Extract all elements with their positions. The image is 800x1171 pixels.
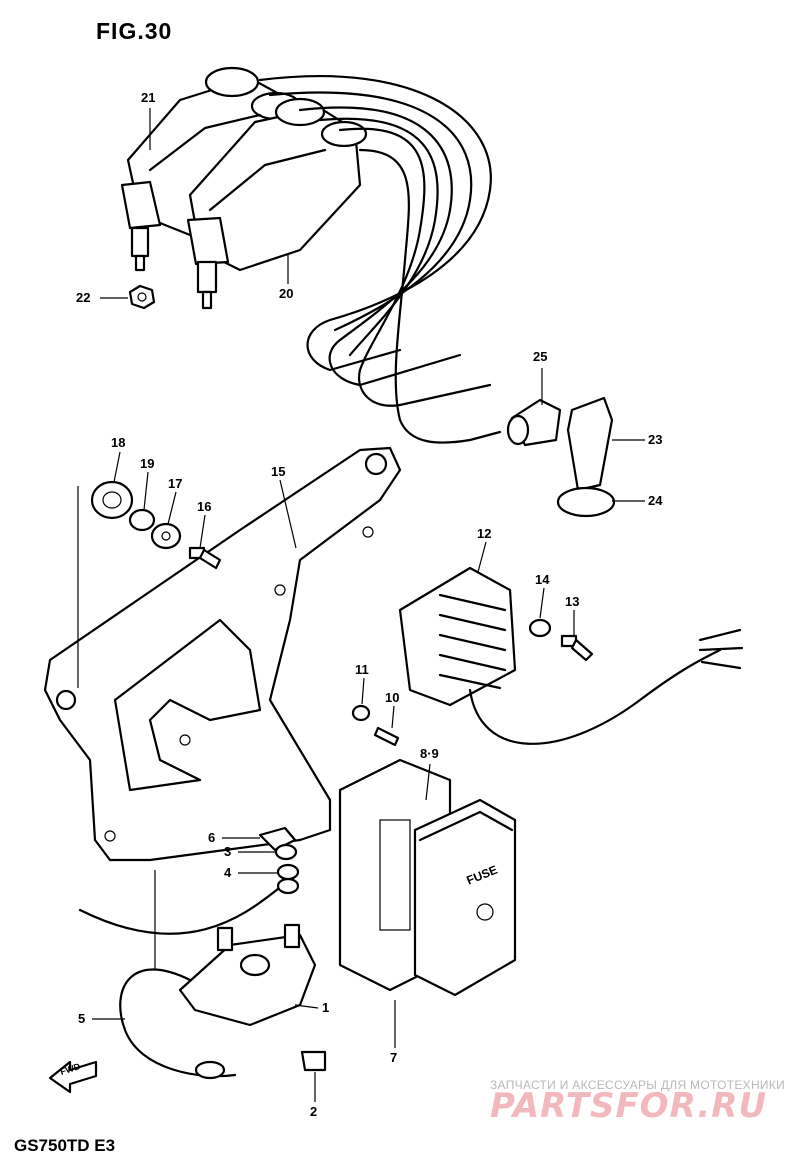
callout-12: 12 xyxy=(477,526,492,541)
washer xyxy=(150,522,182,550)
ignition-coil-rear xyxy=(120,66,302,272)
callout-17: 17 xyxy=(168,476,183,491)
high-tension-leads xyxy=(258,75,502,444)
leader-lines xyxy=(77,108,645,1102)
ignition-coil-front xyxy=(186,97,368,310)
model-label: GS750TD E3 xyxy=(14,1136,116,1155)
callout-19: 19 xyxy=(140,456,155,471)
lead-wire xyxy=(78,877,300,1080)
plug-cap xyxy=(556,396,616,518)
callout-7: 7 xyxy=(390,1050,398,1065)
bolt-13 xyxy=(560,634,594,662)
callout-8-9: 8·9 xyxy=(420,746,439,761)
callout-1: 1 xyxy=(322,1000,330,1015)
mounting-bracket xyxy=(43,446,402,862)
nut-3 xyxy=(274,843,298,861)
nut-22 xyxy=(128,284,156,310)
callout-3: 3 xyxy=(224,844,232,859)
bolt-16 xyxy=(188,546,222,570)
rubber-boot xyxy=(506,398,562,447)
starter-relay xyxy=(178,923,317,1027)
figure-title: FIG.30 xyxy=(96,18,173,44)
grommet xyxy=(90,480,134,520)
callout-18: 18 xyxy=(111,435,126,450)
callout-11: 11 xyxy=(355,662,369,677)
callout-16: 16 xyxy=(197,499,212,514)
bolt-2 xyxy=(300,1050,327,1072)
callout-22: 22 xyxy=(76,290,91,305)
screw-10 xyxy=(373,726,400,747)
callout-14: 14 xyxy=(535,572,550,587)
fuse-box xyxy=(338,758,517,997)
callout-20: 20 xyxy=(279,286,294,301)
washer-4 xyxy=(276,863,300,881)
washer-14 xyxy=(528,618,552,638)
callout-13: 13 xyxy=(565,594,580,609)
watermark-brand: PARTSFOR.RU xyxy=(490,1086,768,1126)
callout-21: 21 xyxy=(141,90,156,105)
callout-24: 24 xyxy=(648,493,663,508)
spacer xyxy=(128,508,156,532)
callout-6: 6 xyxy=(208,830,216,845)
callout-23: 23 xyxy=(648,432,663,447)
callout-4: 4 xyxy=(224,865,232,880)
terminal-cap xyxy=(258,826,297,852)
callout-2: 2 xyxy=(310,1104,318,1119)
callout-25: 25 xyxy=(533,349,548,364)
washer-11 xyxy=(351,704,371,722)
callout-10: 10 xyxy=(385,690,400,705)
watermark-tagline: ЗАПЧАСТИ И АКСЕССУАРЫ ДЛЯ МОТОТЕХНИКИ xyxy=(490,1078,786,1092)
regulator-rectifier xyxy=(398,566,744,745)
forward-arrow xyxy=(48,1060,98,1094)
callout-5: 5 xyxy=(78,1011,86,1026)
callout-15: 15 xyxy=(271,464,286,479)
